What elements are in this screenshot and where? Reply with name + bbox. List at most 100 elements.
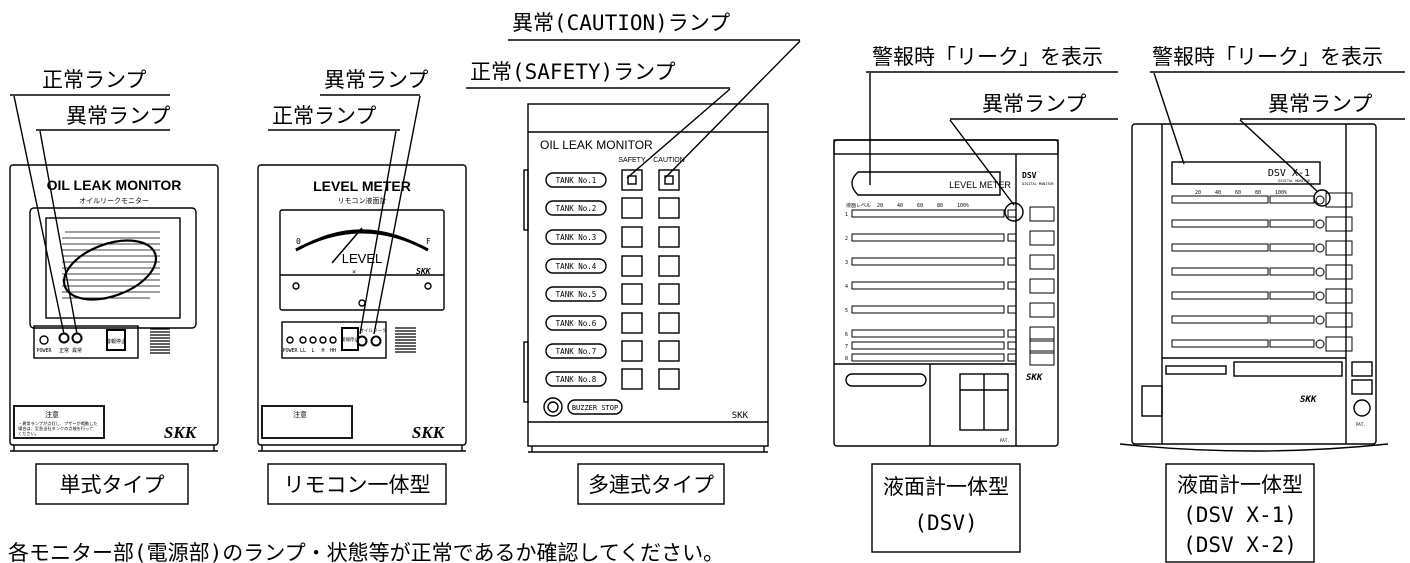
- caution-lamp: [658, 283, 680, 305]
- warning-sticker: [13, 405, 105, 439]
- safety-lamp: [621, 226, 643, 248]
- dsvx-scale-tick: 80: [1255, 190, 1261, 196]
- safety-lamp: [621, 255, 643, 277]
- multi-footer-brand: SKK: [732, 411, 749, 421]
- label-dsv-line1: 液面計一体型: [883, 475, 1009, 499]
- level-ll: LL: [300, 348, 306, 354]
- dsv-level-rows: 1 2 3 4 5 6 7 8: [845, 206, 1055, 366]
- tank-row: TANK No.2: [545, 197, 680, 219]
- label-dsvx-line2: (DSV X-1): [1183, 503, 1297, 527]
- dsv-row: 3: [845, 254, 1055, 270]
- tank-row: TANK No.7: [545, 340, 680, 362]
- tank-row: TANK No.5: [545, 283, 680, 305]
- dsv-row-number: 8: [845, 356, 848, 362]
- caution-lamp: [658, 169, 680, 191]
- caution-lamp: [658, 255, 680, 277]
- tank-label: TANK No.8: [556, 375, 597, 384]
- label-dsvx-line3: (DSV X-2): [1183, 533, 1297, 557]
- dsv-badge: DSV: [1022, 171, 1037, 180]
- dsv-brand: SKK: [1026, 373, 1044, 383]
- dsvx-button-row[interactable]: [1233, 361, 1343, 377]
- warning-text-2: 場合は、至急当社タンクの点検を行って: [18, 425, 93, 432]
- tank-label: TANK No.5: [556, 290, 597, 299]
- dsv-row: 8: [845, 350, 1055, 366]
- dsvx-scale-tick: 60: [1235, 190, 1241, 196]
- power-label-2: POWER: [282, 348, 298, 354]
- dsv-row: 6: [845, 326, 1055, 342]
- dsv-row-number: 3: [845, 260, 848, 266]
- callout-p1-normal: 正常ランプ: [42, 68, 146, 92]
- label-dsvx-line1: 液面計一体型: [1177, 473, 1303, 497]
- dsv-scale-tick: 100%: [957, 203, 969, 209]
- dsv-row-number: 2: [845, 236, 848, 242]
- power-lamp: [39, 335, 49, 345]
- dsv-row-number: 7: [845, 344, 848, 350]
- single-monitor-body: [9, 164, 219, 446]
- speaker-grille-2: [395, 327, 416, 353]
- tank-row: TANK No.3: [545, 226, 680, 248]
- oil-leak-tag: オイルリーク: [360, 328, 387, 334]
- dsv-badge-sub: DIGITAL MONITOR: [1022, 182, 1055, 186]
- dsvx-row: [1171, 240, 1353, 256]
- warning-title: 注意: [45, 410, 59, 419]
- label-remote-type: リモコン一体型: [284, 473, 431, 497]
- tank-label: TANK No.7: [556, 347, 597, 356]
- dsv-scale-tick: 60: [917, 203, 923, 209]
- abnormal-label: 異常: [72, 347, 82, 354]
- callout-p1-abnormal: 異常ランプ: [66, 104, 170, 128]
- dsvx-brand: SKK: [1300, 395, 1318, 405]
- level-gauge: [279, 209, 445, 311]
- panel-dsv: 警報時「リーク」を表示 異常ランプ LEVEL METER DSV DIGITA…: [833, 45, 1118, 553]
- normal-lamp: [58, 332, 70, 344]
- gauge-empty: 0: [296, 237, 301, 246]
- safety-lamp: [621, 340, 643, 362]
- alarm-stop-button[interactable]: [106, 329, 126, 351]
- warning-title-2: 注意: [293, 410, 307, 419]
- power-label: POWER: [36, 348, 52, 354]
- caution-lamp: [658, 312, 680, 334]
- callout-p2-abnormal: 異常ランプ: [324, 68, 428, 92]
- dsvx-row: [1171, 264, 1353, 280]
- callout-p4-abnormal: 異常ランプ: [982, 92, 1086, 116]
- caution-lamp: [658, 368, 680, 390]
- callout-p4-leak: 警報時「リーク」を表示: [872, 45, 1103, 69]
- dsv-scale-tick: 40: [897, 203, 903, 209]
- footer-note: 各モニター部(電源部)のランプ・状態等が正常であるか確認してください。: [8, 541, 724, 563]
- caution-lamp: [658, 340, 680, 362]
- dsvx-display-sub: DIGITAL MONITOR: [1278, 179, 1311, 183]
- dsvx-monitor-body: [1131, 123, 1377, 445]
- dsv-row-number: 6: [845, 332, 848, 338]
- dsv-row-number: 5: [845, 308, 848, 314]
- gauge-unit: ×: [352, 268, 356, 276]
- remote-monitor-title: LEVEL METER: [313, 178, 411, 194]
- single-monitor-subtitle: オイルリークモニター: [79, 196, 149, 205]
- dsvx-row: [1171, 216, 1353, 232]
- tank-row: TANK No.1: [545, 169, 680, 191]
- dsvx-display: DSV X-1: [1268, 168, 1310, 179]
- tank-row: TANK No.8: [545, 368, 680, 390]
- dsvx-scale-tick: 100%: [1275, 190, 1287, 196]
- remote-monitor-body: [257, 164, 467, 446]
- remote-monitor-subtitle: リモコン液面計: [338, 196, 387, 205]
- dsvx-scale-tick: 40: [1215, 190, 1221, 196]
- dsvx-row: [1171, 336, 1353, 352]
- dsv-row-number: 4: [845, 284, 848, 290]
- callout-p2-normal: 正常ランプ: [272, 104, 376, 128]
- abnormal-lamp: [71, 332, 83, 344]
- multi-monitor-title: OIL LEAK MONITOR: [540, 138, 653, 152]
- level-l: L: [311, 348, 314, 354]
- buzzer-stop-label: BUZZER STOP: [572, 404, 618, 412]
- dsv-scale-tick: 20: [877, 203, 883, 209]
- dsv-row: 7: [845, 338, 1055, 354]
- buzzer-stop-button[interactable]: [543, 397, 563, 417]
- abnormal-lamp-2: [370, 335, 382, 347]
- tank-label: TANK No.1: [556, 176, 597, 185]
- tank-label: TANK No.4: [556, 262, 597, 271]
- speaker-grille: [150, 328, 170, 354]
- dsv-scale-head: 液面レベル: [846, 202, 871, 209]
- normal-lamp-2: [356, 335, 368, 347]
- hatched-window: [62, 231, 160, 301]
- alarm-stop-label-2: 警報停止: [341, 336, 359, 343]
- warning-sticker-2: [261, 405, 353, 439]
